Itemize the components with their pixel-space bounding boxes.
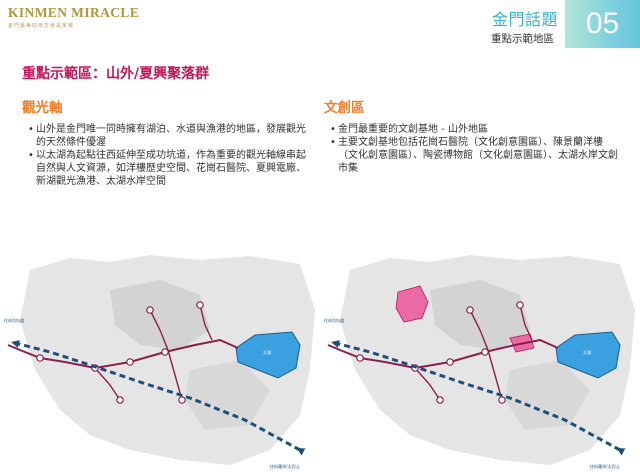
tourism-route-branch: [199, 304, 213, 341]
page-number-badge: 05: [565, 0, 640, 48]
tourism-route-branch: [519, 304, 533, 341]
creative-zone-map: 太湖 往成功坑道 往料羅灣/太武山: [324, 255, 635, 469]
header-title: 金門話題: [491, 10, 558, 29]
heading-creative-zone: 文創區: [324, 100, 365, 116]
tourism-axis-map: 太湖 往成功坑道 往料羅灣/太武山: [4, 255, 315, 469]
route-node: [146, 306, 154, 314]
map-land-shade: [430, 280, 530, 350]
route-node: [516, 301, 524, 309]
route-node: [436, 396, 444, 404]
heading-tourism-axis: 觀光軸: [22, 100, 63, 116]
logo-text: KINMEN MIRACLE: [8, 5, 140, 20]
east-destination-label: 往料羅灣/太武山: [270, 463, 299, 469]
route-node: [196, 301, 204, 309]
logo: KINMEN MIRACLE 金門最美的地方就是家鄉: [8, 5, 139, 29]
logo-subtitle: 金門最美的地方就是家鄉: [8, 23, 75, 29]
lake-label: 太湖: [263, 349, 271, 355]
regional-axis-arrow: [11, 340, 306, 456]
route-node: [116, 396, 124, 404]
west-destination-label: 往成功坑道: [4, 317, 24, 323]
route-node: [498, 396, 506, 404]
route-node: [446, 358, 454, 366]
regional-axis-arrow: [331, 340, 626, 456]
header-subtitle: 重點示範地區: [491, 33, 554, 45]
route-node: [126, 358, 134, 366]
route-node: [356, 354, 364, 362]
lake-label: 太湖: [583, 349, 591, 355]
east-destination-label: 往料羅灣/太武山: [590, 463, 619, 469]
list-item: 主要文創基地包括花崗石醫院（文化創意園區）、陳景蘭洋樓（文化創意園區）、陶瓷博物…: [330, 136, 620, 175]
list-item: 金門最重要的文創基地 - 山外地區: [330, 123, 620, 136]
tourism-bullet-list: 山外是金門唯一同時擁有湖泊、水道與漁港的地區，發展觀光的天然條件優渥 以太湖為起…: [28, 123, 308, 188]
route-node: [178, 396, 186, 404]
route-node: [481, 348, 489, 356]
west-destination-label: 往成功坑道: [324, 317, 344, 323]
map-land-shade: [110, 280, 210, 350]
list-item: 以太湖為起點往西延伸至成功坑道，作為重要的觀光軸線串起自然與人文資源，如洋樓歷史…: [28, 149, 308, 188]
page-title: 重點示範區：山外/夏興聚落群: [22, 66, 210, 82]
route-node: [36, 354, 44, 362]
route-node: [161, 348, 169, 356]
list-item: 山外是金門唯一同時擁有湖泊、水道與漁港的地區，發展觀光的天然條件優渥: [28, 123, 308, 149]
creative-zone: [395, 285, 429, 323]
creative-bullet-list: 金門最重要的文創基地 - 山外地區 主要文創基地包括花崗石醫院（文化創意園區）、…: [330, 123, 620, 175]
route-node: [466, 306, 474, 314]
